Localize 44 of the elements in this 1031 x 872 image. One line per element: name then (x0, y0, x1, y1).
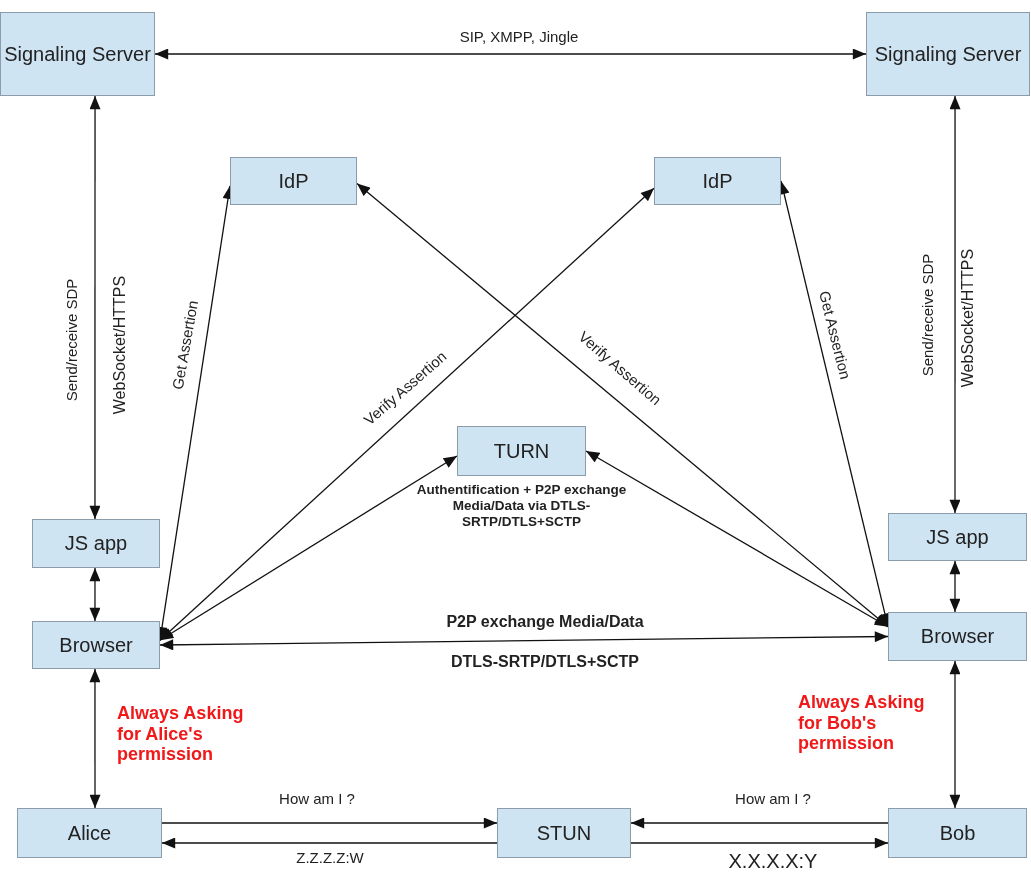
process-box (230, 157, 357, 205)
process-box (17, 808, 162, 858)
process-box (32, 519, 160, 568)
process-box (457, 426, 586, 476)
arrow (89, 567, 101, 622)
node-caption: Authentification + P2P exchange Media/Data via DTLS-SRTP/DTLS+SCTP (416, 482, 627, 531)
arrow (89, 95, 101, 520)
box-label: Alice (67, 821, 112, 845)
arrow (585, 450, 889, 628)
process-box (32, 621, 160, 669)
edge-label: P2P exchange Media/Data (446, 612, 644, 632)
arrow (949, 660, 961, 809)
note-text: Always Asking for Bob's permission (798, 692, 926, 755)
box-label: IdP (278, 169, 309, 193)
box-label: Bob (939, 821, 976, 845)
arrow (159, 455, 458, 641)
note-text: Always Asking for Alice's permission (117, 703, 245, 766)
box-label: JS app (926, 525, 989, 549)
arrow (159, 187, 655, 641)
process-box (497, 808, 631, 858)
arrow (154, 48, 867, 60)
arrow (161, 817, 498, 829)
process-box (0, 12, 155, 96)
box-label: TURN (493, 439, 550, 463)
box-label: JS app (64, 532, 128, 555)
process-box (888, 808, 1027, 858)
arrow (159, 631, 889, 651)
process-box (888, 513, 1027, 561)
arrow (89, 668, 101, 809)
process-box (866, 12, 1030, 96)
box-label: IdP (702, 169, 733, 193)
box-label: STUN (536, 821, 592, 845)
edge-label: SIP, XMPP, Jingle (459, 28, 579, 46)
box-label: Signaling Server (874, 42, 1022, 66)
arrow (630, 817, 889, 829)
box-label: Signaling Server (4, 42, 151, 66)
box-label: Browser (59, 633, 133, 657)
arrow (161, 837, 498, 849)
process-box (888, 612, 1027, 661)
arrow (630, 837, 889, 849)
box-label: Browser (920, 625, 995, 648)
process-box (654, 157, 781, 205)
arrow (949, 560, 961, 613)
arrow (949, 95, 961, 514)
